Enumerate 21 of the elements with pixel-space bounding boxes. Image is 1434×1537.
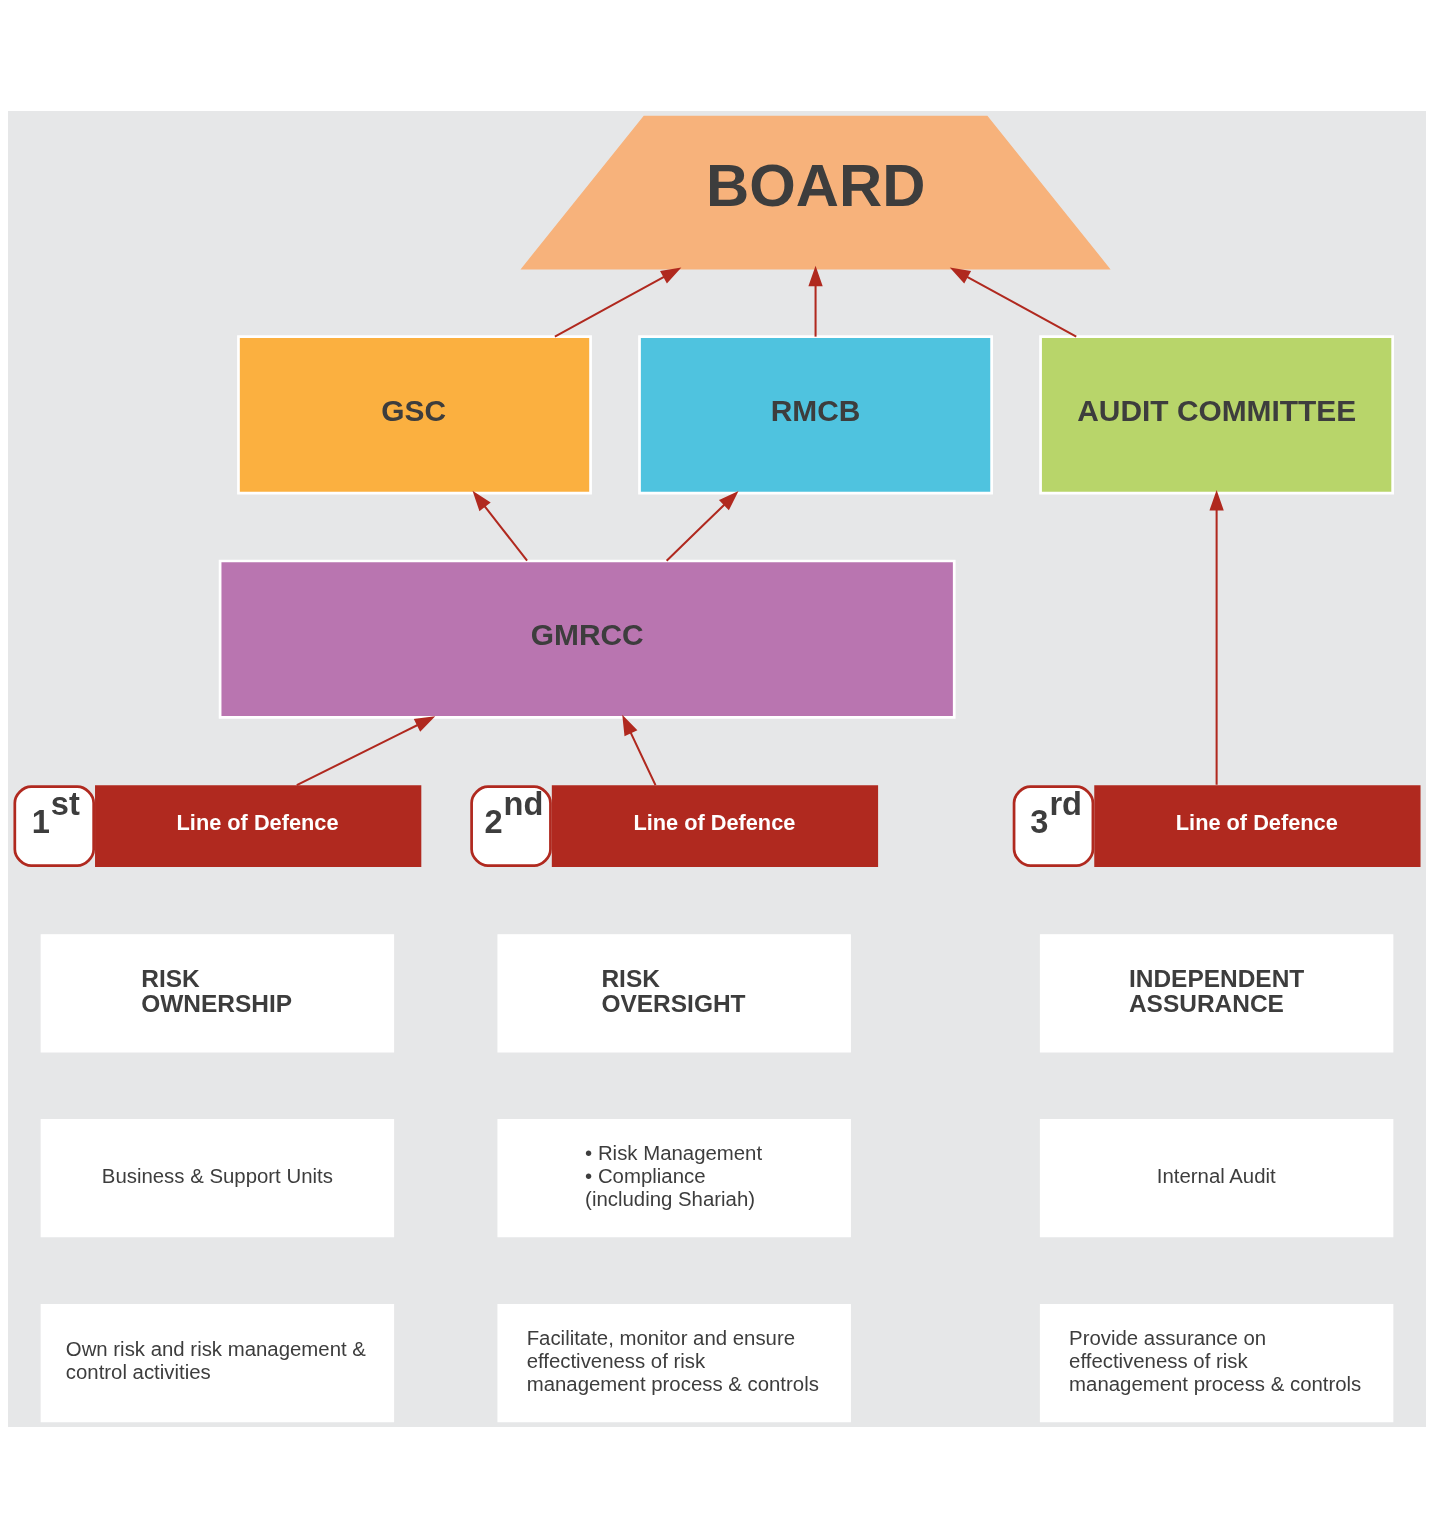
arrow	[296, 715, 436, 786]
node-box: INDEPENDENT ASSURANCE	[1039, 933, 1394, 1052]
arrow	[554, 266, 682, 338]
node-box: Facilitate, monitor and ensure effectiveness of risk management process & controls	[497, 1303, 851, 1422]
node-box: Provide assurance on effectiveness of risk management process & controls	[1039, 1303, 1394, 1422]
arrow	[808, 265, 823, 337]
node-box: • Risk Management • Compliance (including Shariah)	[497, 1118, 851, 1237]
arrow	[472, 490, 528, 561]
node-box: RISK OVERSIGHT	[497, 933, 851, 1052]
node-box: AUDIT COMMITTEE	[1039, 334, 1395, 494]
arrow	[665, 490, 739, 561]
node-box: RISK OWNERSHIP	[40, 933, 395, 1052]
node-box: GMRCC	[218, 559, 956, 719]
node-box: GSC	[237, 334, 592, 494]
node-box: RMCB	[638, 334, 993, 494]
arrow	[949, 266, 1077, 338]
node-box: Internal Audit	[1039, 1118, 1394, 1237]
arrow	[1209, 489, 1224, 785]
node-box: Business & Support Units	[40, 1118, 395, 1237]
node-box: Own risk and risk management & control activities	[40, 1303, 395, 1422]
arrow	[622, 714, 657, 786]
